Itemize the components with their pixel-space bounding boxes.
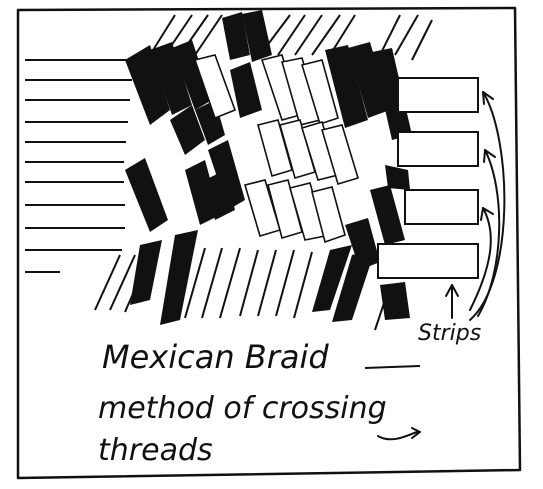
strips-label: Strips [418,321,481,346]
strip-3 [405,190,478,224]
caption-line-3: threads [98,433,213,468]
strip-2 [398,132,478,166]
caption-dash [365,366,420,368]
left-horizontal-threads [25,60,135,272]
caption-line-2: method of crossing [98,391,387,426]
underline-squiggle-icon [378,428,420,439]
strip-4 [378,244,478,278]
caption-line-1: Mexican Braid [102,338,329,376]
strip-1 [398,78,478,112]
